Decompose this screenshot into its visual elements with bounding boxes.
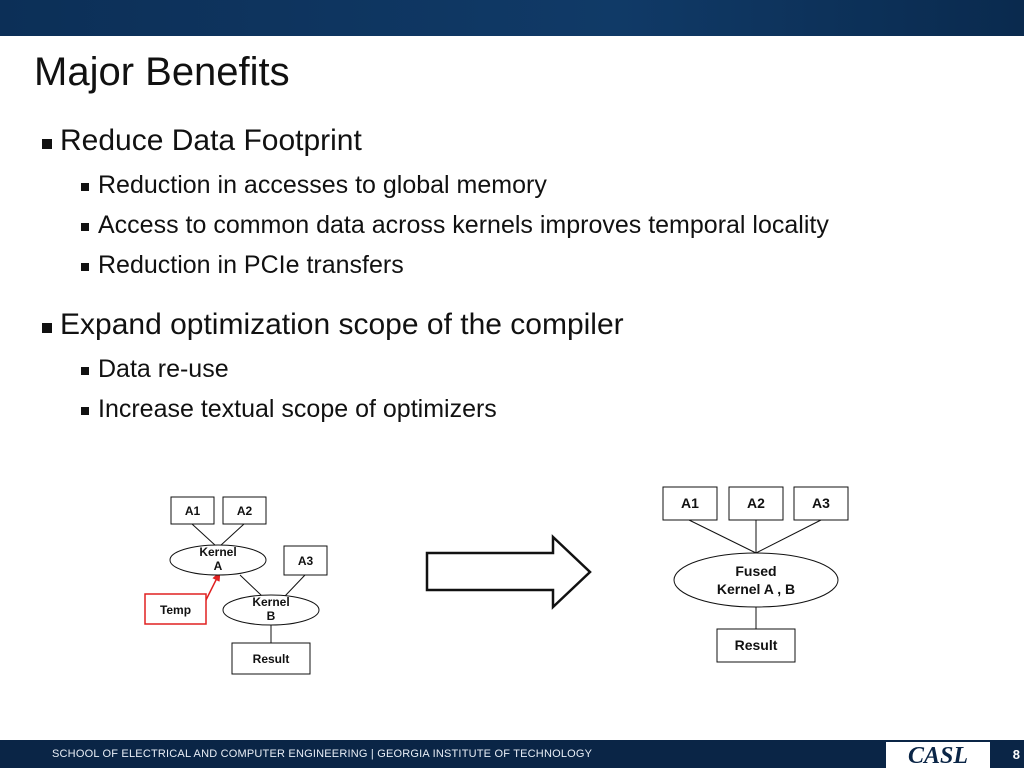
sub-bullet: Reduction in PCIe transfers [40,250,829,280]
left-diagram: A1 A2 A3 Kernel A Kernel B Temp Result [144,496,328,675]
svg-text:Kernel: Kernel [252,595,289,609]
svg-text:Kernel: Kernel [199,545,236,559]
bullet-list: Reduce Data Footprint Reduction in acces… [40,122,829,424]
square-bullet-icon [81,263,89,271]
square-bullet-icon [42,139,52,149]
sub-bullet: Access to common data across kernels imp… [40,210,829,240]
sub-bullet: Data re-use [40,354,829,384]
svg-text:Temp: Temp [160,603,191,617]
kernel-a-node: Kernel A [169,544,267,576]
kernel-b-node: Kernel B [222,594,320,626]
footer-bar: SCHOOL OF ELECTRICAL AND COMPUTER ENGINE… [0,740,1024,768]
right-diagram: A1 A2 A3 Fused Kernel A , B Result [662,486,849,663]
svg-text:Result: Result [253,652,290,666]
svg-text:A1: A1 [681,495,699,511]
svg-text:B: B [267,609,276,623]
header-bar [0,0,1024,36]
svg-text:A2: A2 [237,504,253,518]
bullet-expand-scope: Expand optimization scope of the compile… [40,306,829,344]
svg-text:A3: A3 [298,554,314,568]
svg-text:Kernel A , B: Kernel A , B [717,581,795,597]
left-a1-box: A1 [170,496,215,525]
left-a3-box: A3 [283,545,328,576]
svg-text:A2: A2 [747,495,765,511]
square-bullet-icon [42,323,52,333]
svg-text:A: A [214,559,223,573]
sub-bullet: Increase textual scope of optimizers [40,394,829,424]
svg-text:A3: A3 [812,495,830,511]
right-a3-box: A3 [793,486,849,521]
footer-text: SCHOOL OF ELECTRICAL AND COMPUTER ENGINE… [52,748,593,760]
temp-box: Temp [144,593,207,625]
right-a2-box: A2 [728,486,784,521]
transform-arrow-icon [425,534,592,610]
svg-text:Result: Result [735,637,778,653]
slide-title: Major Benefits [34,50,290,94]
svg-text:A1: A1 [185,504,201,518]
left-a2-box: A2 [222,496,267,525]
fused-kernel-node: Fused Kernel A , B [673,552,839,608]
square-bullet-icon [81,407,89,415]
sub-bullet: Reduction in accesses to global memory [40,170,829,200]
svg-text:Fused: Fused [735,563,776,579]
square-bullet-icon [81,223,89,231]
bullet-reduce-footprint: Reduce Data Footprint [40,122,829,160]
left-result-box: Result [231,642,311,675]
casl-logo-text: CASL [907,743,969,769]
casl-logo: CASL [886,742,990,769]
right-a1-box: A1 [662,486,718,521]
square-bullet-icon [81,183,89,191]
page-number: 8 [1012,747,1020,762]
square-bullet-icon [81,367,89,375]
right-result-box: Result [716,628,796,663]
